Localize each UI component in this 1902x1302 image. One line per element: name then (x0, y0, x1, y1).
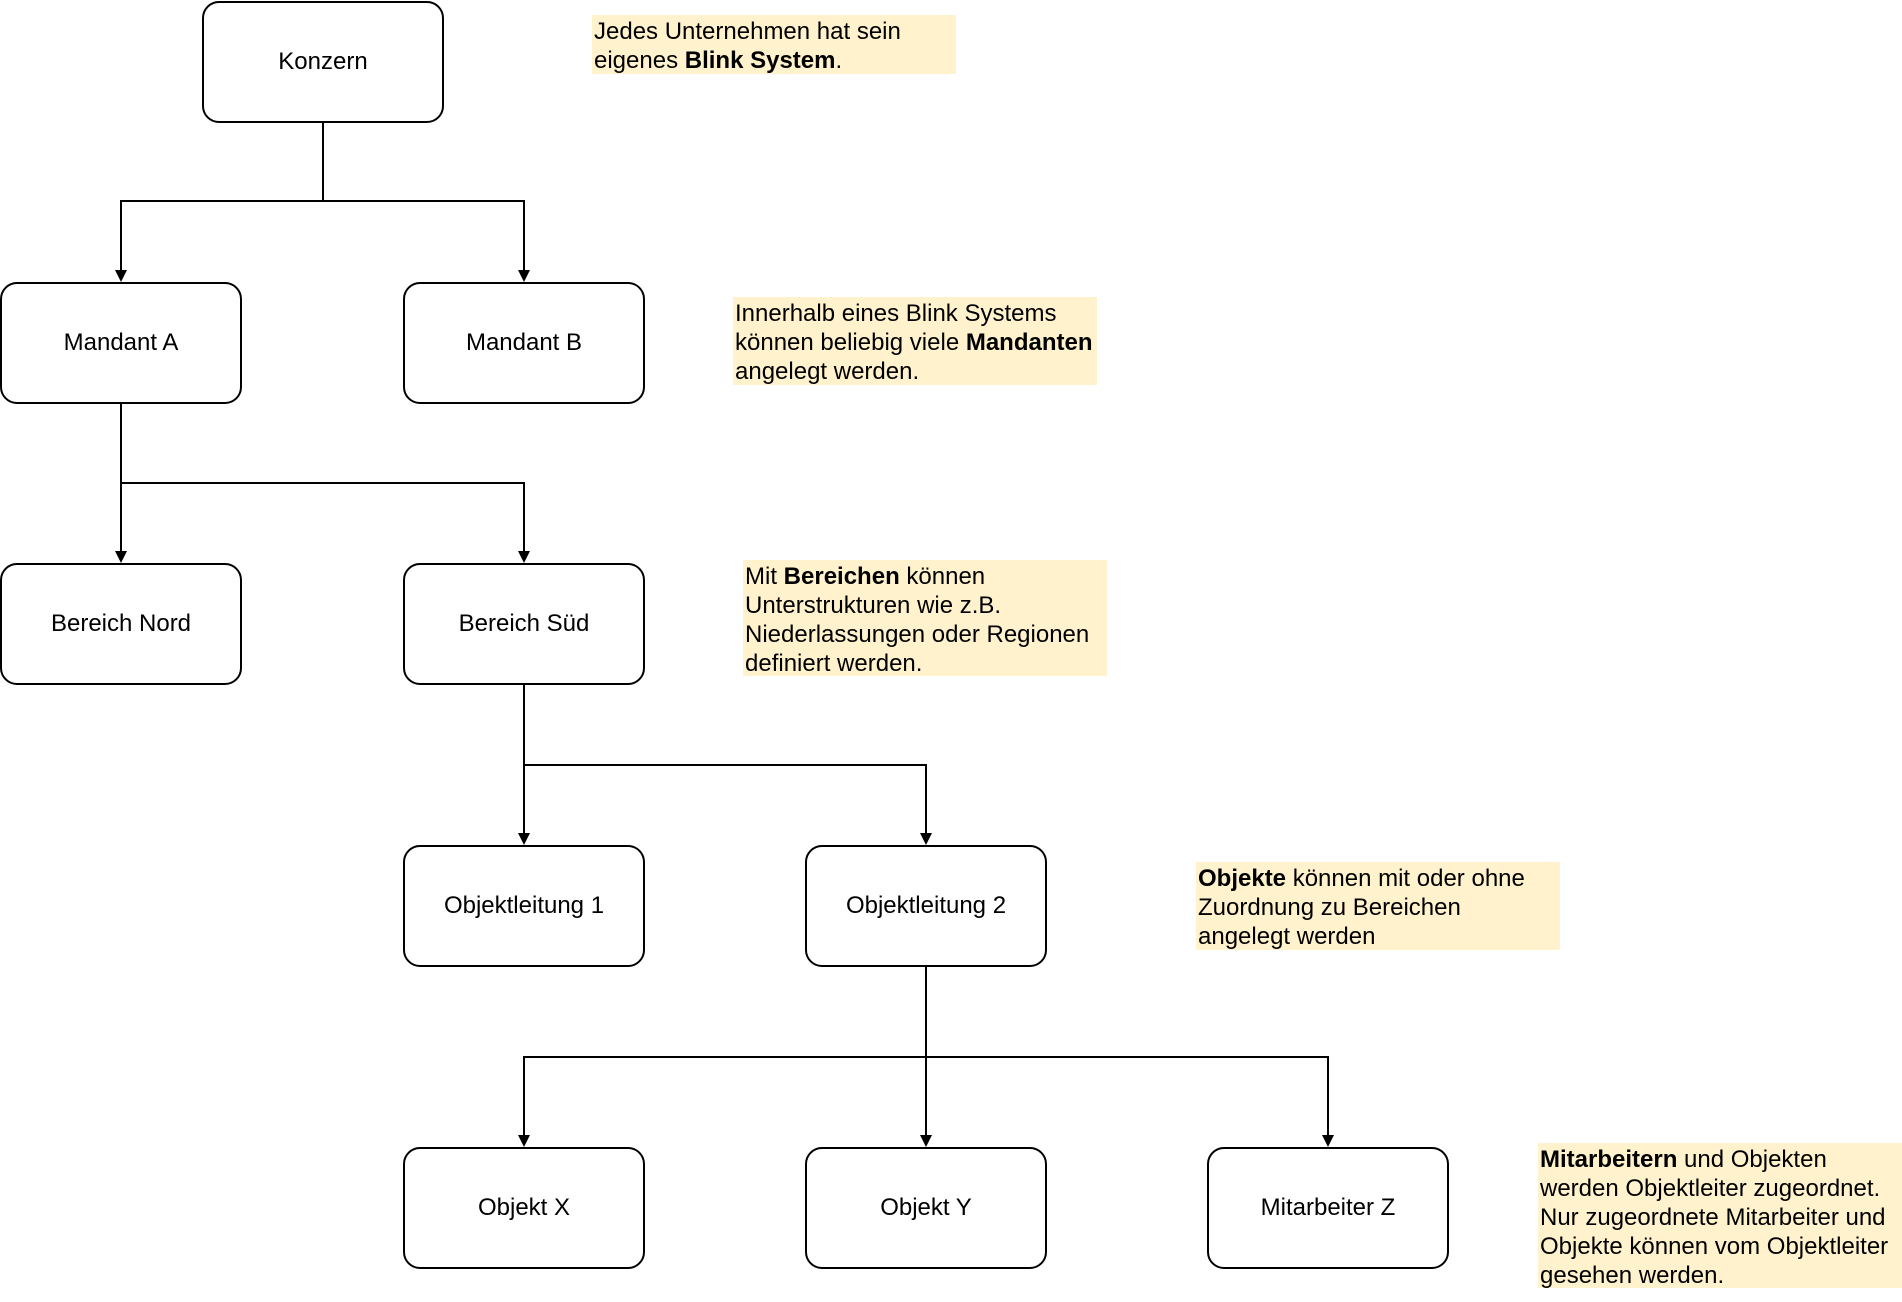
connector-konzern-mandant-b (323, 200, 530, 282)
node-objektleitung-2[interactable]: Objektleitung 2 (805, 845, 1047, 967)
note-blink-system: Jedes Unternehmen hat sein eigenes Blink… (592, 15, 956, 74)
note-bereiche-text-end: können Unterstrukturen wie z.B. Niederla… (745, 563, 1090, 677)
note-objekte-text-end: können mit oder ohne Zuordnung zu Bereic… (1198, 865, 1525, 950)
node-mandant-b[interactable]: Mandant B (403, 282, 645, 404)
node-mitarbeiter-z-label: Mitarbeiter Z (1260, 1194, 1396, 1221)
node-bereich-nord[interactable]: Bereich Nord (0, 563, 242, 685)
node-objektleitung-1-label: Objektleitung 1 (443, 892, 605, 919)
note-objekte-bold: Objekte (1198, 865, 1287, 892)
node-bereich-sued[interactable]: Bereich Süd (403, 563, 645, 685)
note-bereiche: Mit Bereichen können Unterstrukturen wie… (743, 560, 1107, 677)
note-mandanten: Innerhalb eines Blink Systems können bel… (733, 297, 1097, 385)
note-mitarbeiter: Mitarbeitern und Objekten werden Objektl… (1538, 1143, 1902, 1289)
node-konzern[interactable]: Konzern (202, 1, 444, 123)
connector-objektleitung-2-objekt-x (518, 1056, 926, 1147)
connector-bereich-sued-objektleitung-2 (524, 764, 932, 845)
connector-mandant-a-bereich-sued (121, 482, 530, 563)
node-mitarbeiter-z[interactable]: Mitarbeiter Z (1207, 1147, 1449, 1269)
note-blink-system-text-end: . (835, 47, 843, 74)
connector-objektleitung-2-mitarbeiter-z (926, 1056, 1334, 1147)
node-objektleitung-1[interactable]: Objektleitung 1 (403, 845, 645, 967)
node-objekt-x[interactable]: Objekt X (403, 1147, 645, 1269)
note-mitarbeiter-bold: Mitarbeitern (1540, 1146, 1678, 1173)
node-konzern-label: Konzern (278, 48, 368, 75)
node-objekt-x-label: Objekt X (477, 1194, 571, 1221)
connector-konzern-mandant-a (115, 123, 324, 282)
node-mandant-b-label: Mandant B (465, 329, 583, 356)
note-mandanten-bold: Mandanten (965, 329, 1093, 356)
note-mitarbeiter-text-end: und Objekten werden Objektleiter zugeord… (1540, 1146, 1889, 1289)
node-objekt-y[interactable]: Objekt Y (805, 1147, 1047, 1269)
node-objekt-y-label: Objekt Y (880, 1194, 972, 1221)
node-bereich-sued-label: Bereich Süd (458, 610, 590, 637)
note-blink-system-bold: Blink System (684, 47, 836, 74)
note-objekte: Objekte können mit oder ohne Zuordnung z… (1196, 862, 1560, 950)
note-mandanten-text: Innerhalb eines Blink Systems können bel… (735, 300, 1057, 356)
note-mandanten-text-end: angelegt werden. (735, 358, 920, 385)
node-bereich-nord-label: Bereich Nord (50, 610, 192, 637)
node-objektleitung-2-label: Objektleitung 2 (845, 892, 1007, 919)
note-bereiche-bold: Bereichen (783, 563, 900, 590)
note-bereiche-text: Mit (745, 563, 784, 590)
node-mandant-a[interactable]: Mandant A (0, 282, 242, 404)
note-blink-system-text: Jedes Unternehmen hat sein eigenes (594, 18, 901, 74)
node-mandant-a-label: Mandant A (63, 329, 179, 356)
